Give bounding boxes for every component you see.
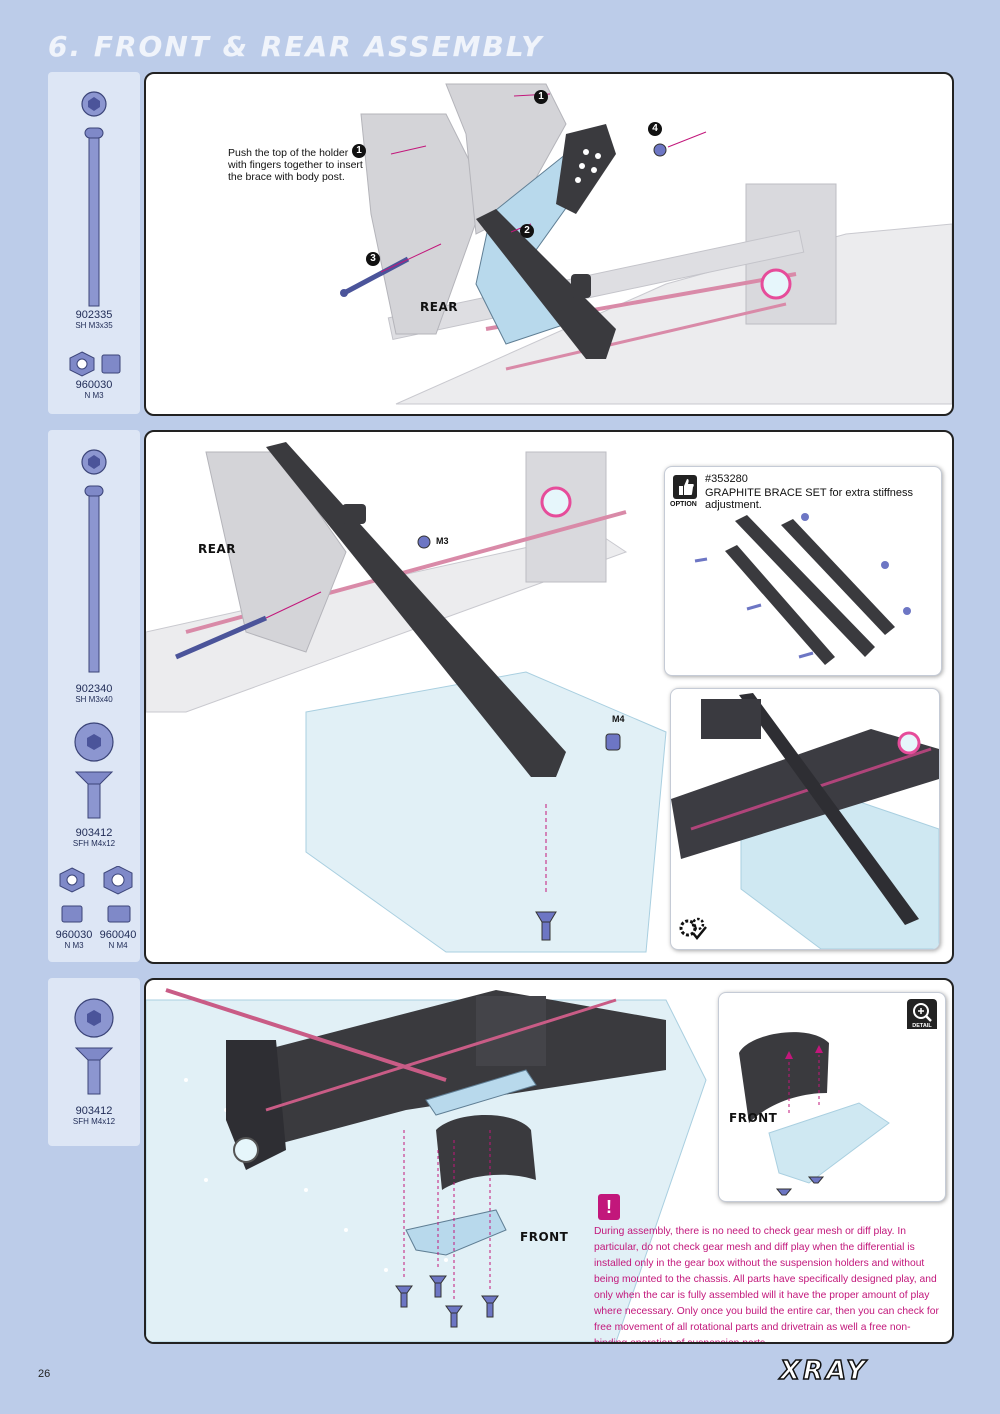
front-label: FRONT [520,1230,569,1244]
screw-sfh-m4x12-icon [74,722,114,819]
parts-sidebar-step2: 902340 SH M3x40 903412 SFH M4x12 960030 … [48,430,140,962]
assembled-detail-box [670,688,940,950]
step1-callout: Push the top of the holder with fingers … [228,147,363,183]
front-bumper-detail-illustration [739,1032,890,1196]
callout-line: the brace with body post. [228,171,345,183]
part-desc: N M3 [64,941,84,950]
callout-line: Push the top of the holder [228,147,349,159]
part-number: 903412 [75,827,113,839]
brand-logo: XRAY [779,1355,869,1387]
part-desc: N M4 [108,941,128,950]
part-number: 903412 [75,1105,113,1117]
rear-label: REAR [198,542,236,556]
option-box: OPTION #353280 GRAPHITE BRACE SET for ex… [664,466,942,676]
step2-panel: REAR M3 M4 OPTION #353280 GRAPHITE BRACE… [144,430,954,964]
option-text: GRAPHITE BRACE SET for extra stiffness a… [705,487,914,511]
part-number: 960030 [55,929,93,941]
screw-sfh-m4x12-icon [74,998,114,1095]
rear-label: REAR [420,300,458,314]
part-desc: SH M3x40 [75,695,113,704]
front-detail-label: FRONT [729,1111,778,1125]
warning-note: During assembly, there is no need to che… [594,1226,939,1344]
gear-check-icon [679,917,707,940]
front-assembly-illustration [146,988,707,1342]
front-detail-box: DETAIL FRONT [718,992,946,1202]
part-desc: SFH M4x12 [72,1117,116,1126]
warning-icon: ! [598,1194,620,1220]
m4-label: M4 [612,714,625,724]
step-marker: 3 [366,252,380,266]
part-desc: SH M3x35 [75,321,113,330]
option-badge: OPTION [670,501,697,508]
step-marker: 2 [520,224,534,238]
step-marker: 1 [352,144,366,158]
part-number: 960040 [99,929,137,941]
nut-m3-icon [69,351,121,377]
nut-m3-m4-icon [59,866,133,923]
rear-brace-install-illustration [146,442,667,953]
page-number: 26 [38,1368,51,1380]
parts-sidebar-step3: 903412 SFH M4x12 [48,978,140,1146]
step1-panel: Push the top of the holder with fingers … [144,72,954,416]
detail-badge: DETAIL [907,1023,937,1029]
part-desc: N M3 [84,391,104,400]
assembled-brace-illustration [671,693,939,949]
part-number: 960030 [75,379,113,391]
part-number: 902335 [75,309,113,321]
callout-line: with fingers together to insert [228,159,363,171]
step3-panel: FRONT DETAIL FRONT ! During assembly, th… [144,978,954,1344]
step-marker: 4 [648,122,662,136]
section-title: 6. FRONT & REAR ASSEMBLY [48,30,544,63]
option-part-number: #353280 [705,473,748,485]
detail-magnifier-icon [907,999,937,1029]
screw-m3x35-icon [81,91,107,307]
thumbs-up-icon [673,475,697,499]
rear-brace-illustration [340,83,952,405]
screw-m3x40-icon [81,449,107,673]
part-number: 902340 [75,683,113,695]
graphite-brace-set-illustration [694,513,911,665]
step-marker: 1 [534,90,548,104]
m3-label: M3 [436,536,449,546]
parts-sidebar-step1: 902335 SH M3x35 960030 N M3 [48,72,140,414]
part-desc: SFH M4x12 [72,839,116,848]
